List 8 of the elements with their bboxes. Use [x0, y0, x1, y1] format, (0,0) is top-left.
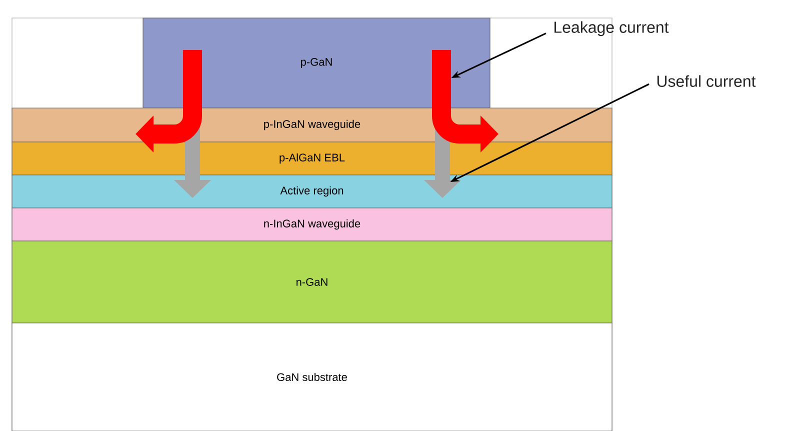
- layer-box: p-GaN: [142, 18, 490, 108]
- layer-box: Active region: [12, 174, 612, 208]
- layer-box: n-GaN: [12, 240, 612, 324]
- layer-box: GaN substrate: [12, 322, 612, 431]
- layer-box: n-InGaN waveguide: [12, 208, 612, 242]
- callout-text: Leakage current: [554, 21, 669, 36]
- callout-text: Useful current: [657, 75, 756, 87]
- layer-box: p-AlGaN EBL: [12, 142, 612, 176]
